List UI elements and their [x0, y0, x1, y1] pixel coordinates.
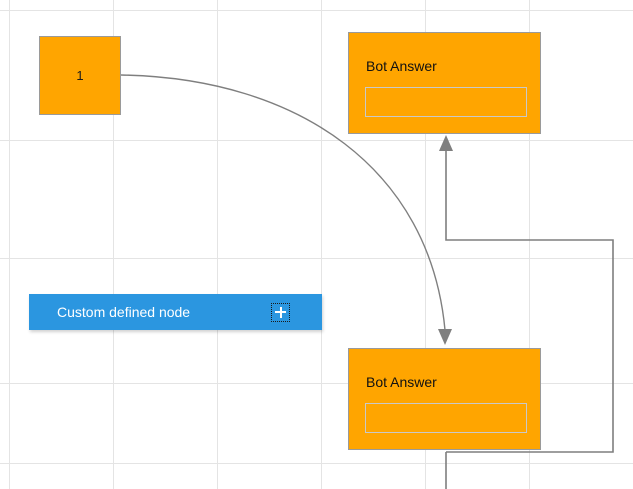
node-slot[interactable] [365, 403, 527, 433]
node-start-label: 1 [76, 68, 84, 83]
node-start[interactable]: 1 [39, 36, 121, 115]
arrowhead-down-icon [438, 329, 452, 345]
plus-icon[interactable] [271, 302, 290, 322]
connector-bot-answer-bottom-to-top[interactable] [439, 135, 614, 489]
node-slot[interactable] [365, 87, 527, 117]
node-bot-answer-top[interactable]: Bot Answer [348, 32, 541, 134]
custom-defined-node-label: Custom defined node [57, 304, 191, 320]
connector-start-to-bot-answer-bottom[interactable] [120, 74, 452, 345]
node-bot-answer-bottom[interactable]: Bot Answer [348, 348, 541, 450]
custom-defined-node-item[interactable]: Custom defined node [29, 294, 322, 330]
arrowhead-up-icon [439, 135, 453, 151]
node-title: Bot Answer [366, 374, 437, 390]
node-title: Bot Answer [366, 58, 437, 74]
